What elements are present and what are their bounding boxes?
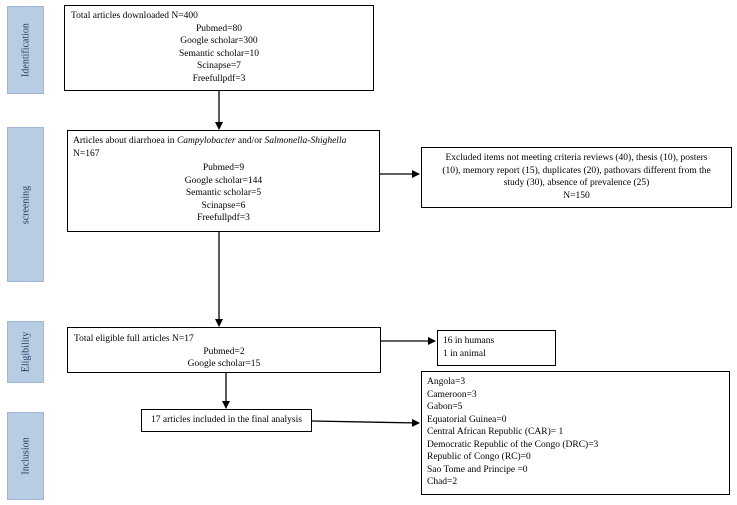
eligible-source: Pubmed=2 xyxy=(203,346,245,357)
country-count: Gabon=5 xyxy=(427,402,463,412)
included-box: 17 articles included in the final analys… xyxy=(141,409,312,432)
stage-eligibility: Eligibility xyxy=(7,321,44,383)
stage-screening-label: screening xyxy=(20,185,31,224)
identification-source: Google scholar=300 xyxy=(180,36,258,46)
stage-inclusion-label: Inclusion xyxy=(20,437,31,475)
screening-title-campylobacter: Campylobacter xyxy=(176,136,236,146)
identification-source: Pubmed=80 xyxy=(196,23,242,34)
country-count: Chad=2 xyxy=(427,477,458,487)
screening-source: Google scholar=144 xyxy=(184,175,263,186)
host-animal: 1 in animal xyxy=(443,348,486,359)
countries-box: Angola=3 Cameroon=3 Gabon=5 Equatorial G… xyxy=(421,371,730,495)
screening-title-salmonella: Salmonella-Shighella xyxy=(264,136,347,146)
identification-source: Semantic scholar=10 xyxy=(178,48,260,59)
identification-title: Total articles downloaded N=400 xyxy=(71,11,198,21)
country-count: Angola=3 xyxy=(427,377,466,387)
screening-source: Freefullpdf=3 xyxy=(197,213,250,223)
excluded-count: N=150 xyxy=(563,190,590,201)
eligible-box: Total eligible full articles N=17 Pubmed… xyxy=(67,327,381,373)
screening-title-pre: Articles about diarrhoea in xyxy=(73,136,177,146)
screening-source: Semantic scholar=5 xyxy=(185,188,262,198)
country-count: Equatorial Guinea=0 xyxy=(427,414,507,425)
excluded-box: Excluded items not meeting criteria revi… xyxy=(421,147,732,208)
screening-source: Scinapse=6 xyxy=(201,200,246,211)
screening-title: Articles about diarrhoea in Campylobacte… xyxy=(73,135,374,148)
stage-screening: screening xyxy=(7,127,44,282)
country-count: Sao Tome and Principe =0 xyxy=(427,464,528,475)
eligible-source: Google scholar=15 xyxy=(187,359,261,369)
stage-identification: Identification xyxy=(7,6,44,94)
excluded-line: Excluded items not meeting criteria revi… xyxy=(445,153,708,163)
screening-box: Articles about diarrhoea in Campylobacte… xyxy=(67,130,380,232)
excluded-line: study (30), absence of prevalence (25) xyxy=(503,178,650,188)
stage-eligibility-label: Eligibility xyxy=(20,331,31,373)
screening-title-mid: and/or xyxy=(235,136,265,146)
identification-box: Total articles downloaded N=400 Pubmed=8… xyxy=(64,5,374,91)
arrow-included-to-countries xyxy=(311,418,420,427)
identification-source: Scinapse=7 xyxy=(197,61,241,71)
host-box: 16 in humans 1 in animal xyxy=(437,330,556,366)
screening-source: Pubmed=9 xyxy=(202,163,245,173)
host-humans: 16 in humans xyxy=(443,336,495,346)
eligible-title: Total eligible full articles N=17 xyxy=(74,334,194,344)
stage-identification-label: Identification xyxy=(20,23,31,77)
included-title: 17 articles included in the final analys… xyxy=(151,415,302,425)
country-count: Central African Republic (CAR)= 1 xyxy=(427,427,564,437)
excluded-line: (10), memory report (15), duplicates (20… xyxy=(442,165,711,176)
screening-n: N=167 xyxy=(73,148,100,159)
stage-inclusion: Inclusion xyxy=(7,412,44,500)
country-count: Democratic Republic of the Congo (DRC)=3 xyxy=(427,439,599,450)
identification-source: Freefullpdf=3 xyxy=(192,73,246,84)
country-count: Cameroon=3 xyxy=(427,389,477,400)
country-count: Republic of Congo (RC)=0 xyxy=(427,452,531,462)
